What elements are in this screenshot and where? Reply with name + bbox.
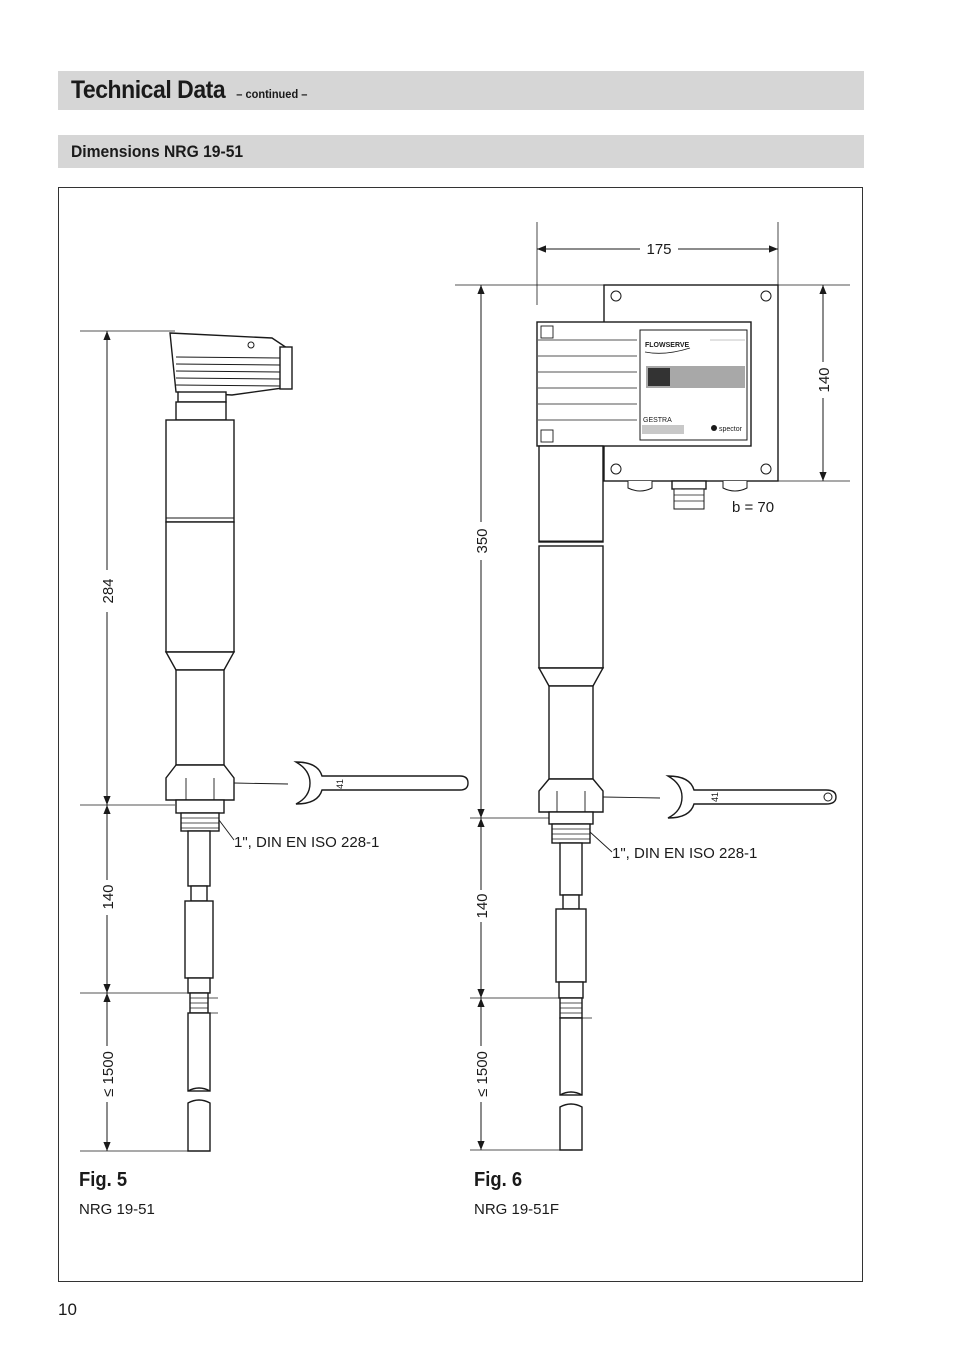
fig6-drawing — [455, 222, 850, 1151]
fig6-caption: Fig. 6 — [474, 1169, 523, 1191]
fig5-caption: Fig. 5 — [79, 1169, 128, 1191]
fig5-thread-label: 1", DIN EN ISO 228-1 — [234, 834, 379, 851]
fig6-dim-rod: ≤ 1500 — [474, 1051, 491, 1097]
section-heading: Dimensions NRG 19-51 — [71, 142, 244, 161]
fig5-dim-height: 284 — [100, 578, 117, 603]
fig6-dim-depth: b = 70 — [732, 499, 774, 516]
section-bar: Dimensions NRG 19-51 — [58, 135, 864, 168]
title-bar: Technical Data – continued – — [58, 71, 864, 110]
fig6-model: NRG 19-51F — [474, 1201, 560, 1218]
drawing-frame — [58, 187, 863, 1282]
fig5-wrench-size: 41 — [335, 779, 345, 789]
page-title: Technical Data – continued – — [71, 76, 307, 105]
fig6-brand-logo: FLOWSERVE — [645, 342, 690, 349]
fig5-dim-rod: ≤ 1500 — [100, 1051, 117, 1097]
fig5-dim-insert: 140 — [100, 884, 117, 909]
fig6-dim-box-height: 140 — [816, 367, 833, 392]
fig6-dim-width: 175 — [646, 241, 671, 258]
fig6-thread-label: 1", DIN EN ISO 228-1 — [612, 845, 757, 862]
title-suffix: – continued – — [236, 87, 308, 101]
fig6-gestra-label: GESTRA — [643, 417, 672, 424]
fig6-spector-label: spector — [719, 426, 743, 433]
page-number: 10 — [58, 1300, 77, 1319]
title-text: Technical Data — [71, 76, 226, 104]
fig5-drawing — [80, 330, 469, 1152]
fig6-dim-insert: 140 — [474, 893, 491, 918]
fig6-dim-height: 350 — [474, 528, 491, 553]
fig6-wrench-size: 41 — [710, 792, 720, 802]
fig5-model: NRG 19-51 — [79, 1201, 155, 1218]
